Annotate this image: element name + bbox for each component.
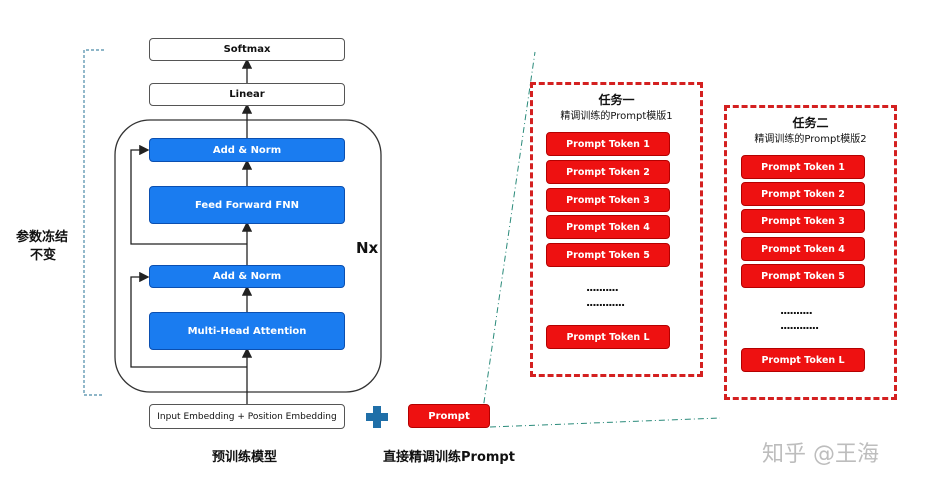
task-one-panel: 任务一 精调训练的Prompt模版1 Prompt Token 1 Prompt… xyxy=(530,82,703,377)
multi-head-attention-box: Multi-Head Attention xyxy=(149,312,345,350)
task-two-ellipsis: ............ xyxy=(780,319,819,332)
task-two-ellipsis: .......... xyxy=(780,304,813,317)
task-one-ellipsis: ............ xyxy=(586,296,625,309)
watermark: 知乎 @王海 xyxy=(762,442,879,467)
softmax-box: Softmax xyxy=(149,38,345,61)
task-two-title: 任务二 xyxy=(792,116,829,130)
task-one-token: Prompt Token 3 xyxy=(546,188,670,212)
task-one-subtitle: 精调训练的Prompt模版1 xyxy=(560,111,673,122)
caption-pretrained-model: 预训练模型 xyxy=(212,450,278,465)
prompt-box: Prompt xyxy=(408,404,490,428)
linear-box: Linear xyxy=(149,83,345,106)
task-two-token: Prompt Token 4 xyxy=(741,237,865,261)
add-norm-bottom-box: Add & Norm xyxy=(149,265,345,288)
task-two-subtitle: 精调训练的Prompt模版2 xyxy=(754,134,867,145)
task-two-token: Prompt Token 3 xyxy=(741,209,865,233)
plus-icon xyxy=(366,406,388,428)
task-one-token: Prompt Token 5 xyxy=(546,243,670,267)
task-one-title: 任务一 xyxy=(598,93,635,107)
task-two-token: Prompt Token 5 xyxy=(741,264,865,288)
task-two-panel: 任务二 精调训练的Prompt模版2 Prompt Token 1 Prompt… xyxy=(724,105,897,400)
task-two-token: Prompt Token 1 xyxy=(741,155,865,179)
task-one-ellipsis: .......... xyxy=(586,281,619,294)
task-two-token-last: Prompt Token L xyxy=(741,348,865,372)
nx-label: Nx xyxy=(356,239,379,257)
task-one-token: Prompt Token 1 xyxy=(546,132,670,156)
frozen-label-line1: 参数冻结 xyxy=(16,230,69,245)
task-two-token: Prompt Token 2 xyxy=(741,182,865,206)
frozen-label-line2: 不变 xyxy=(30,248,57,263)
embedding-box: Input Embedding + Position Embedding xyxy=(149,404,345,429)
add-norm-top-box: Add & Norm xyxy=(149,138,345,162)
frozen-bracket xyxy=(83,49,104,396)
task-one-token-last: Prompt Token L xyxy=(546,325,670,349)
nx-block-border xyxy=(114,119,382,393)
task-one-token: Prompt Token 2 xyxy=(546,160,670,184)
task-one-token: Prompt Token 4 xyxy=(546,215,670,239)
caption-finetune-prompt: 直接精调训练Prompt xyxy=(383,450,515,465)
feed-forward-box: Feed Forward FNN xyxy=(149,186,345,224)
